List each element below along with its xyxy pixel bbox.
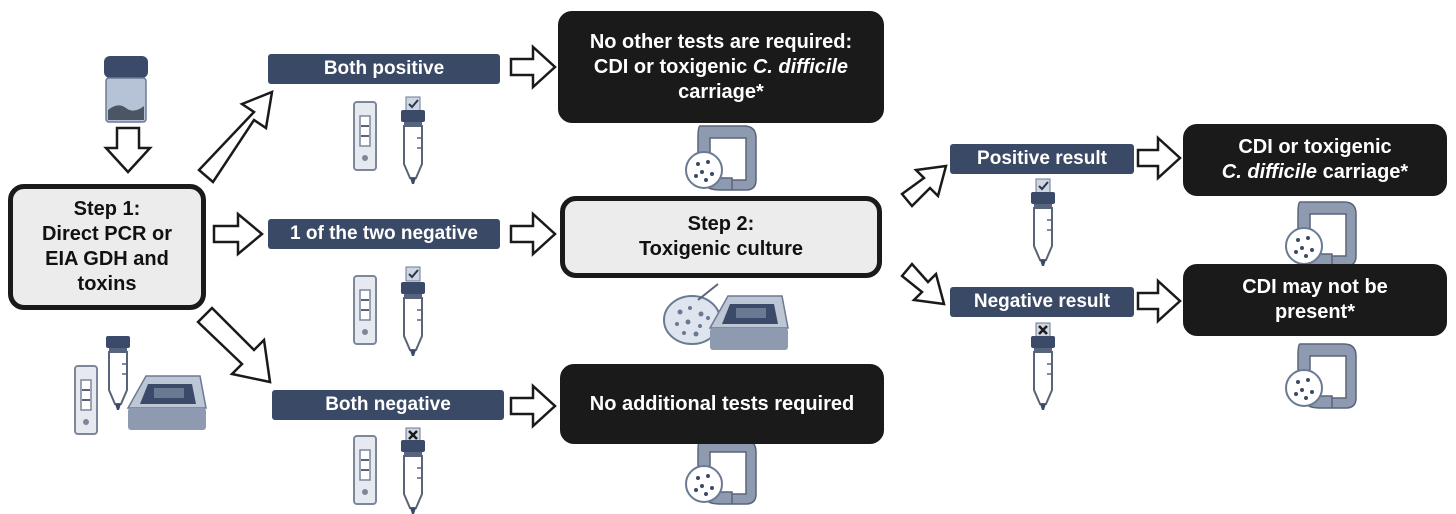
pcr-tube-icon: [1030, 191, 1056, 267]
label-both-negative: Both negative: [272, 390, 504, 420]
intestine-icon: [685, 125, 757, 191]
label-one-negative: 1 of the two negative: [268, 219, 500, 249]
label-negative-result: Negative result: [950, 287, 1134, 317]
outcome-line: C. difficile carriage*: [1221, 161, 1409, 183]
test-cassette-icon: [74, 365, 98, 435]
label-positive-result: Positive result: [950, 144, 1134, 174]
specimen-jar-icon: [103, 55, 149, 123]
outcome-cdi-not-present: CDI may not be present*: [1183, 264, 1447, 336]
analyzer-device-icon: [709, 295, 789, 351]
step1-box: Step 1: Direct PCR or EIA GDH and toxins: [8, 184, 206, 310]
pcr-tube-icon: [105, 335, 131, 411]
pcr-tube-icon: [400, 281, 426, 357]
checkbox-crossed-icon: [404, 426, 422, 444]
pcr-tube-icon: [400, 439, 426, 514]
arrow-positive-to-outcome: [1136, 135, 1182, 181]
checkbox-checked-icon: [405, 266, 421, 282]
pcr-tube-icon: [400, 109, 426, 185]
arrow-step2-to-positive: [900, 164, 948, 208]
checkbox-crossed-icon: [1034, 321, 1052, 339]
step1-line: Step 1:: [73, 198, 141, 220]
step2-line: Step 2:: [687, 213, 755, 235]
arrow-neg-to-outcome: [509, 383, 557, 429]
arrow-neg1-to-step2: [509, 211, 557, 257]
arrow-to-both-negative: [196, 306, 272, 384]
checkbox-checked-icon: [405, 96, 421, 112]
step1-line: Direct PCR or: [41, 223, 173, 245]
outcome-no-other-tests: No other tests are required: CDI or toxi…: [558, 11, 884, 123]
outcome-no-additional-tests: No additional tests required: [560, 364, 884, 444]
test-cassette-icon: [353, 435, 377, 505]
step2-line: Toxigenic culture: [638, 238, 804, 260]
arrow-to-both-positive: [197, 90, 274, 184]
outcome-line: No additional tests required: [589, 392, 855, 415]
arrow-negative-to-outcome: [1136, 278, 1182, 324]
arrow-jar-to-step1: [103, 126, 153, 174]
pcr-tube-icon: [1030, 335, 1056, 411]
label-both-positive: Both positive: [268, 54, 500, 84]
outcome-line: CDI or toxigenic C. difficile: [593, 55, 849, 78]
test-cassette-icon: [353, 101, 377, 171]
test-cassette-icon: [353, 275, 377, 345]
intestine-icon: [1285, 343, 1357, 409]
outcome-line: No other tests are required:: [589, 30, 853, 53]
intestine-icon: [685, 439, 757, 505]
outcome-line: present*: [1274, 301, 1355, 323]
arrow-to-one-negative: [212, 211, 264, 257]
outcome-line: CDI may not be: [1242, 276, 1388, 298]
intestine-icon: [1285, 201, 1357, 267]
step1-line: toxins: [77, 273, 137, 295]
outcome-cdi-carriage: CDI or toxigenic C. difficile carriage*: [1183, 124, 1447, 196]
outcome-line: carriage*: [678, 80, 764, 103]
arrow-step2-to-negative: [900, 262, 946, 306]
checkbox-checked-icon: [1035, 178, 1051, 194]
arrow-pos-to-outcome: [509, 44, 557, 90]
outcome-line: CDI or toxigenic: [1238, 136, 1392, 158]
step1-line: EIA GDH and: [45, 248, 169, 270]
analyzer-device-icon: [127, 375, 207, 431]
step2-box: Step 2: Toxigenic culture: [560, 196, 882, 278]
